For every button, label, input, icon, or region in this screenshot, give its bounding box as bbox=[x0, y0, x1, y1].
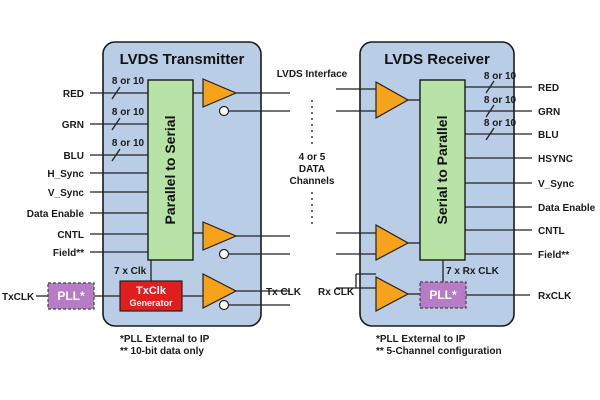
rx-note-5ch: ** 5-Channel configuration bbox=[376, 346, 502, 357]
tx-note-pll: *PLL External to IP bbox=[120, 334, 210, 345]
transmitter-title: LVDS Transmitter bbox=[120, 51, 245, 68]
rx-clock-in-label: Rx CLK bbox=[318, 287, 355, 298]
tx-input-blu: BLU bbox=[63, 151, 84, 162]
rx-bus-width-3: 8 or 10 bbox=[484, 118, 517, 129]
tx-driver-bottom bbox=[193, 221, 290, 260]
txclk-generator-title: TxClk bbox=[136, 285, 167, 297]
rx-receiver-top bbox=[336, 80, 420, 120]
tx-input-hsync: H_Sync bbox=[47, 169, 84, 180]
rx-clock-receiver bbox=[336, 273, 420, 312]
rx-output-blu: BLU bbox=[538, 130, 559, 141]
tx-clock-in-label: TxCLK bbox=[2, 292, 35, 303]
channels-line-1: 4 or 5 bbox=[299, 152, 326, 163]
parallel-to-serial-block bbox=[147, 79, 194, 261]
tx-input-grn: GRN bbox=[62, 120, 84, 131]
rx-receiver-bottom bbox=[336, 223, 420, 261]
rx-output-data-enable: Data Enable bbox=[538, 203, 596, 214]
tx-bus-width-1: 8 or 10 bbox=[112, 76, 145, 87]
serial-to-parallel-label: Serial to Parallel bbox=[434, 116, 450, 225]
rx-clock-mult: 7 x Rx CLK bbox=[446, 266, 500, 277]
rx-pll-block bbox=[419, 281, 467, 309]
tx-clock-driver bbox=[202, 273, 290, 311]
tx-pll-label: PLL* bbox=[57, 289, 85, 303]
tx-input-wires bbox=[90, 92, 148, 253]
rx-clock-out-label: RxCLK bbox=[538, 291, 572, 302]
rx-output-vsync: V_Sync bbox=[538, 179, 575, 190]
tx-clock-mult: 7 x Clk bbox=[114, 266, 147, 277]
lvds-interface-label: LVDS Interface bbox=[277, 69, 348, 80]
tx-driver-top bbox=[193, 78, 290, 117]
rx-note-pll: *PLL External to IP bbox=[376, 334, 466, 345]
tx-note-10bit: ** 10-bit data only bbox=[120, 346, 204, 357]
tx-input-data-enable: Data Enable bbox=[27, 209, 85, 220]
channels-line-2: DATA bbox=[299, 164, 325, 175]
tx-bus-slashes bbox=[111, 86, 121, 162]
rx-output-hsync: HSYNC bbox=[538, 154, 573, 165]
tx-input-cntl: CNTL bbox=[57, 230, 84, 241]
rx-output-grn: GRN bbox=[538, 107, 560, 118]
rx-output-cntl: CNTL bbox=[538, 226, 565, 237]
tx-input-vsync: V_Sync bbox=[48, 188, 85, 199]
rx-output-red: RED bbox=[538, 83, 559, 94]
tx-bus-width-3: 8 or 10 bbox=[112, 138, 145, 149]
rx-output-field: Field** bbox=[538, 250, 569, 261]
txclk-generator-sub: Generator bbox=[129, 298, 173, 308]
rx-output-wires bbox=[465, 86, 532, 255]
channels-line-3: Channels bbox=[289, 176, 334, 187]
rx-bus-slashes bbox=[485, 80, 495, 141]
tx-bus-width-2: 8 or 10 bbox=[112, 107, 145, 118]
serial-to-parallel-block bbox=[419, 79, 466, 261]
receiver-title: LVDS Receiver bbox=[384, 51, 490, 68]
tx-clock-out-label: Tx CLK bbox=[266, 287, 302, 298]
rx-pll-label: PLL* bbox=[429, 288, 457, 302]
rx-bus-width-2: 8 or 10 bbox=[484, 95, 517, 106]
tx-input-field: Field** bbox=[53, 248, 84, 259]
rx-bus-width-1: 8 or 10 bbox=[484, 71, 517, 82]
tx-input-red: RED bbox=[63, 89, 84, 100]
parallel-to-serial-label: Parallel to Serial bbox=[162, 116, 178, 225]
